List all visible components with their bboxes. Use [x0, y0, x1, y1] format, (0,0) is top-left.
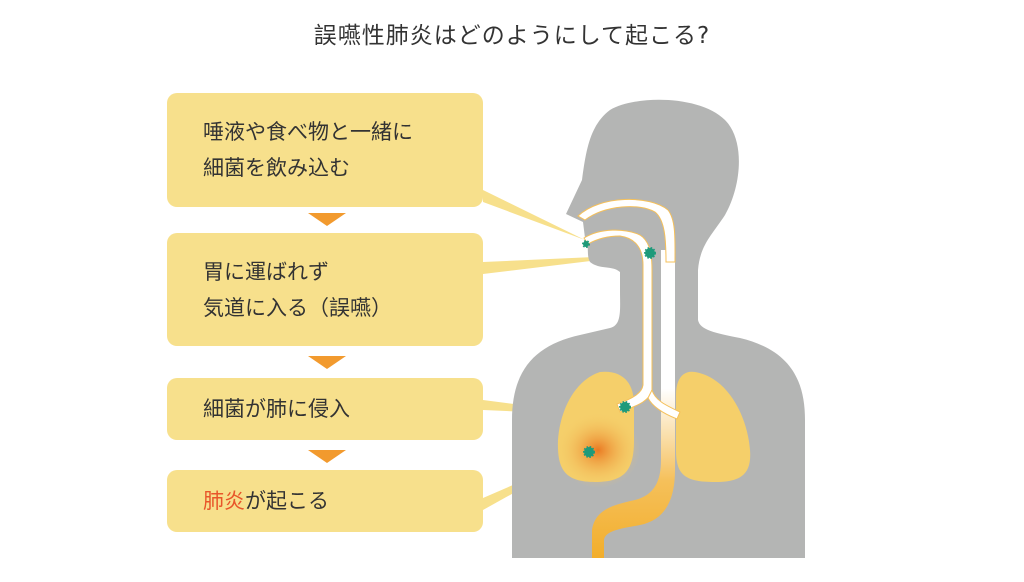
bacteria-group — [582, 240, 656, 458]
down-arrow-icon — [308, 213, 346, 226]
bacteria-icon — [619, 401, 631, 413]
step-4-rest: が起こる — [245, 489, 329, 513]
down-arrow-icon — [308, 356, 346, 369]
bacteria-icon — [583, 446, 595, 458]
down-arrow-icon — [308, 450, 346, 463]
right-lung — [676, 371, 751, 482]
step-4-text: 肺炎が起こる — [167, 483, 329, 519]
nasal-airway — [577, 198, 676, 263]
step-1-text: 唾液や食べ物と一緒に 細菌を飲み込む — [203, 120, 413, 180]
step-2-box: 胃に運ばれず 気道に入る（誤嚥） — [167, 233, 483, 346]
step-4-box: 肺炎が起こる — [167, 470, 483, 532]
step-4-highlight: 肺炎 — [203, 489, 245, 513]
esophagus-stomach — [592, 250, 675, 558]
step-3-box: 細菌が肺に侵入 — [167, 378, 483, 440]
mouth-airway — [583, 229, 653, 413]
inflammation — [556, 412, 640, 488]
pointer-1 — [483, 190, 585, 240]
bacteria-icon — [644, 247, 656, 259]
bacteria-icon — [582, 240, 590, 248]
step-2-text: 胃に運ばれず 気道に入る（誤嚥） — [203, 259, 392, 320]
step-3-text: 細菌が肺に侵入 — [203, 397, 350, 421]
bronchus-right — [647, 388, 681, 420]
page-title: 誤嚥性肺炎はどのようにして起こる? — [313, 23, 711, 49]
step-1-box: 唾液や食べ物と一緒に 細菌を飲み込む — [167, 93, 483, 207]
